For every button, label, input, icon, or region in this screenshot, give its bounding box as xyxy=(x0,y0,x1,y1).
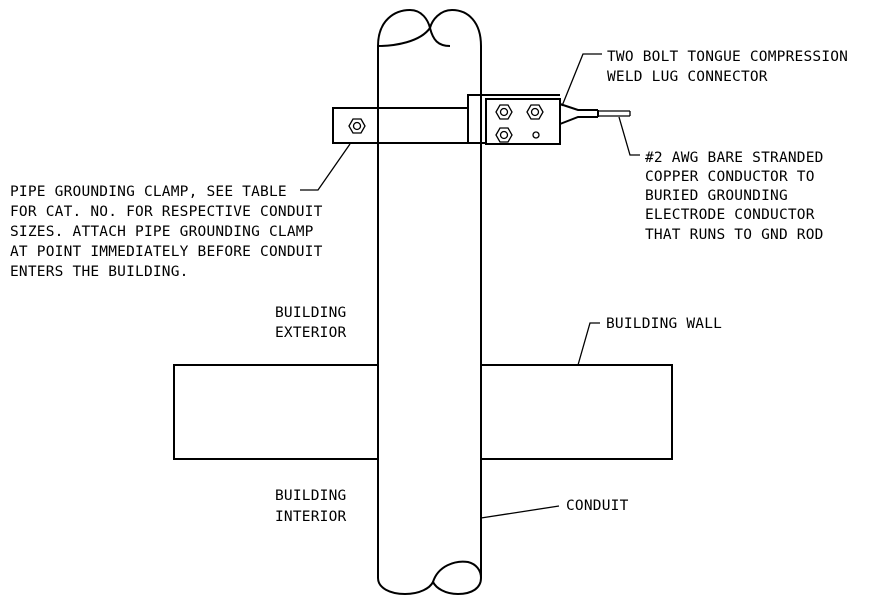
leader-lug-connector xyxy=(561,53,602,107)
label-exterior-line-2: EXTERIOR xyxy=(275,325,347,341)
label-interior: BUILDING INTERIOR xyxy=(275,488,347,525)
lug-bolt-bottom xyxy=(495,127,513,143)
label-exterior: BUILDING EXTERIOR xyxy=(275,305,347,341)
leader-clamp xyxy=(300,143,351,191)
label-conduit: CONDUIT xyxy=(566,498,629,514)
label-wall: BUILDING WALL xyxy=(606,316,722,332)
label-clamp-line-3: SIZES. ATTACH PIPE GROUNDING CLAMP xyxy=(10,224,314,240)
label-conductor-line-1: #2 AWG BARE STRANDED xyxy=(645,150,824,166)
label-wall-line-1: BUILDING WALL xyxy=(606,316,722,332)
lug-body xyxy=(485,98,561,145)
label-conductor-line-2: COPPER CONDUCTOR TO xyxy=(645,169,815,185)
lug-bolt-top-right-hole xyxy=(530,107,540,117)
label-exterior-line-1: BUILDING xyxy=(275,305,346,321)
clamp-nut xyxy=(348,118,366,134)
compression-lug xyxy=(485,98,599,145)
lug-bolt-top-left xyxy=(495,104,513,120)
label-lug-connector-line-1: TWO BOLT TONGUE COMPRESSION xyxy=(607,49,848,65)
label-lug-connector-line-2: WELD LUG CONNECTOR xyxy=(607,69,768,85)
clamp-strap xyxy=(332,107,469,144)
pipe-grounding-clamp xyxy=(332,94,560,144)
label-clamp-line-5: ENTERS THE BUILDING. xyxy=(10,264,189,280)
copper-conductor xyxy=(598,110,631,117)
label-interior-line-2: INTERIOR xyxy=(275,509,347,525)
label-lug-connector: TWO BOLT TONGUE COMPRESSION WELD LUG CON… xyxy=(607,49,848,85)
building-wall xyxy=(173,364,673,460)
label-conductor-line-3: BURIED GROUNDING xyxy=(645,188,788,204)
label-conductor: #2 AWG BARE STRANDED COPPER CONDUCTOR TO… xyxy=(645,150,824,243)
leader-conduit xyxy=(480,505,560,519)
clamp-nut-hole xyxy=(352,121,362,131)
lug-bolt-top-right xyxy=(526,104,544,120)
conduit-pipe xyxy=(377,8,482,596)
label-conduit-line-1: CONDUIT xyxy=(566,498,629,514)
lug-tongue-bottom xyxy=(559,116,598,125)
leader-conductor xyxy=(618,116,640,156)
label-clamp-line-1: PIPE GROUNDING CLAMP, SEE TABLE xyxy=(10,184,287,200)
lug-bolt-top-left-hole xyxy=(499,107,509,117)
lug-tongue-top xyxy=(559,103,598,111)
lug-bolt-bottom-hole xyxy=(499,130,509,140)
conduit-top-break-inner xyxy=(377,27,431,47)
label-clamp-line-4: AT POINT IMMEDIATELY BEFORE CONDUIT xyxy=(10,244,323,260)
leader-lines xyxy=(300,53,640,519)
label-interior-line-1: BUILDING xyxy=(275,488,346,504)
label-conductor-line-4: ELECTRODE CONDUCTOR xyxy=(645,207,815,223)
clamp-upper-tab xyxy=(467,94,560,108)
conduit-bottom-break xyxy=(377,577,482,596)
label-clamp: PIPE GROUNDING CLAMP, SEE TABLE FOR CAT.… xyxy=(10,184,323,280)
conduit-bottom-break-inner xyxy=(432,560,482,583)
wall-right-section xyxy=(480,364,673,460)
label-conductor-line-5: THAT RUNS TO GND ROD xyxy=(645,227,824,243)
lug-hole xyxy=(532,131,540,139)
wall-left-section xyxy=(173,364,379,460)
leader-building-wall xyxy=(577,322,600,366)
label-clamp-line-2: FOR CAT. NO. FOR RESPECTIVE CONDUIT xyxy=(10,204,323,220)
